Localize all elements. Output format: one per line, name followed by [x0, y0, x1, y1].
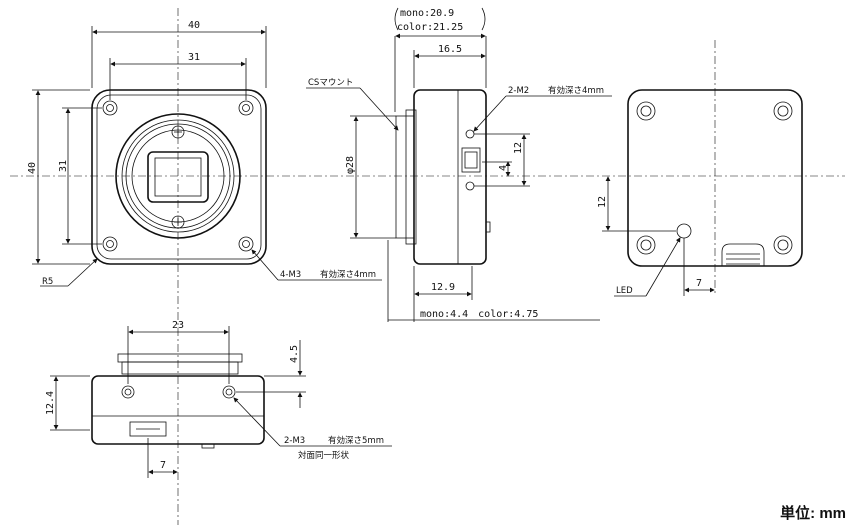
rear-hole-bl: [636, 235, 656, 255]
side-usb-connector: [461, 147, 481, 173]
side-cs-mount-label: CSマウント: [308, 78, 353, 88]
side-mount-step: [405, 109, 417, 245]
front-body-outline: [91, 89, 267, 265]
front-dim-hole-pitch-v: 31: [58, 160, 69, 172]
side-length-note-color: color:21.25: [397, 22, 463, 33]
rear-led-label: LED: [616, 286, 633, 296]
lens-mount-ring-2: [121, 119, 235, 233]
mount-screw-top: [171, 125, 185, 139]
front-mount-hole-tl: [102, 100, 118, 116]
bottom-view: 23 4.5 12.4 7 2-M3 有効深さ5mm 対面同一形状: [45, 320, 392, 478]
front-mount-hole-br: [238, 236, 254, 252]
front-inner-plate: [96, 94, 262, 260]
rear-connector-slot: [721, 243, 765, 266]
rear-led-indicator: [676, 223, 692, 239]
side-dim-body-length: 16.5: [438, 44, 462, 55]
side-thread-holes-depth: 有効深さ4mm: [548, 85, 604, 96]
side-length-note-mono: mono:20.9: [400, 8, 454, 19]
bottom-dim-connector: 7: [160, 460, 166, 471]
rear-body-outline: [627, 89, 803, 267]
front-view: 40 31 40 31 R5 4-M3 有効深さ4mm: [27, 20, 382, 287]
front-mount-holes-label: 4-M3: [280, 270, 301, 280]
bottom-dim-hole-pitch: 23: [172, 320, 184, 331]
unit-label: 単位: mm: [780, 505, 846, 522]
bottom-lens-mount: [117, 353, 243, 363]
lens-mount-outer-ring: [115, 113, 241, 239]
side-lens-mount: [395, 115, 415, 239]
side-dim-bottom-length: 12.9: [431, 282, 455, 293]
front-dim-width: 40: [188, 20, 200, 31]
bottom-symmetric-note: 対面同一形状: [298, 450, 350, 461]
rear-dim-led-height: 12: [597, 196, 608, 208]
side-m2-hole-bottom: [465, 181, 475, 191]
front-dim-height: 40: [27, 162, 38, 174]
rear-hole-tl: [636, 101, 656, 121]
front-mount-hole-tr: [238, 100, 254, 116]
side-body: [413, 89, 487, 265]
bottom-hole-right: [222, 385, 236, 399]
bottom-dim-total-height: 12.4: [45, 391, 56, 415]
bottom-led-bump: [201, 443, 215, 449]
bottom-connector: [129, 421, 167, 437]
rear-hole-tr: [773, 101, 793, 121]
sensor-chip: [154, 157, 202, 197]
bottom-hole-left: [121, 385, 135, 399]
bottom-holes-label: 2-M3: [284, 436, 305, 446]
rear-dim-led-offset: 7: [696, 278, 702, 289]
side-dim-hole-pitch: 12: [513, 142, 524, 154]
mount-screw-bottom: [171, 215, 185, 229]
rear-hole-br: [773, 235, 793, 255]
front-dim-hole-pitch-h: 31: [188, 52, 200, 63]
front-corner-radius-label: R5: [42, 277, 53, 287]
side-m2-hole-top: [465, 129, 475, 139]
rear-view: 12 7 LED: [597, 89, 803, 297]
side-flange-note: mono:4.4 color:4.75: [420, 309, 538, 320]
front-mount-holes-depth: 有効深さ4mm: [320, 269, 376, 280]
side-led-bump: [485, 221, 491, 233]
bottom-body: [91, 375, 265, 445]
bottom-dim-height: 4.5: [289, 345, 300, 363]
bottom-holes-depth: 有効深さ5mm: [328, 435, 384, 446]
side-view: mono:20.9 color:21.25 16.5 CSマウント 2-M2 有…: [306, 7, 612, 322]
side-thread-holes-label: 2-M2: [508, 86, 529, 96]
sensor-window: [147, 151, 209, 203]
front-mount-hole-bl: [102, 236, 118, 252]
side-dim-offset: 4: [498, 165, 509, 171]
side-dim-diameter: φ28: [345, 156, 356, 174]
